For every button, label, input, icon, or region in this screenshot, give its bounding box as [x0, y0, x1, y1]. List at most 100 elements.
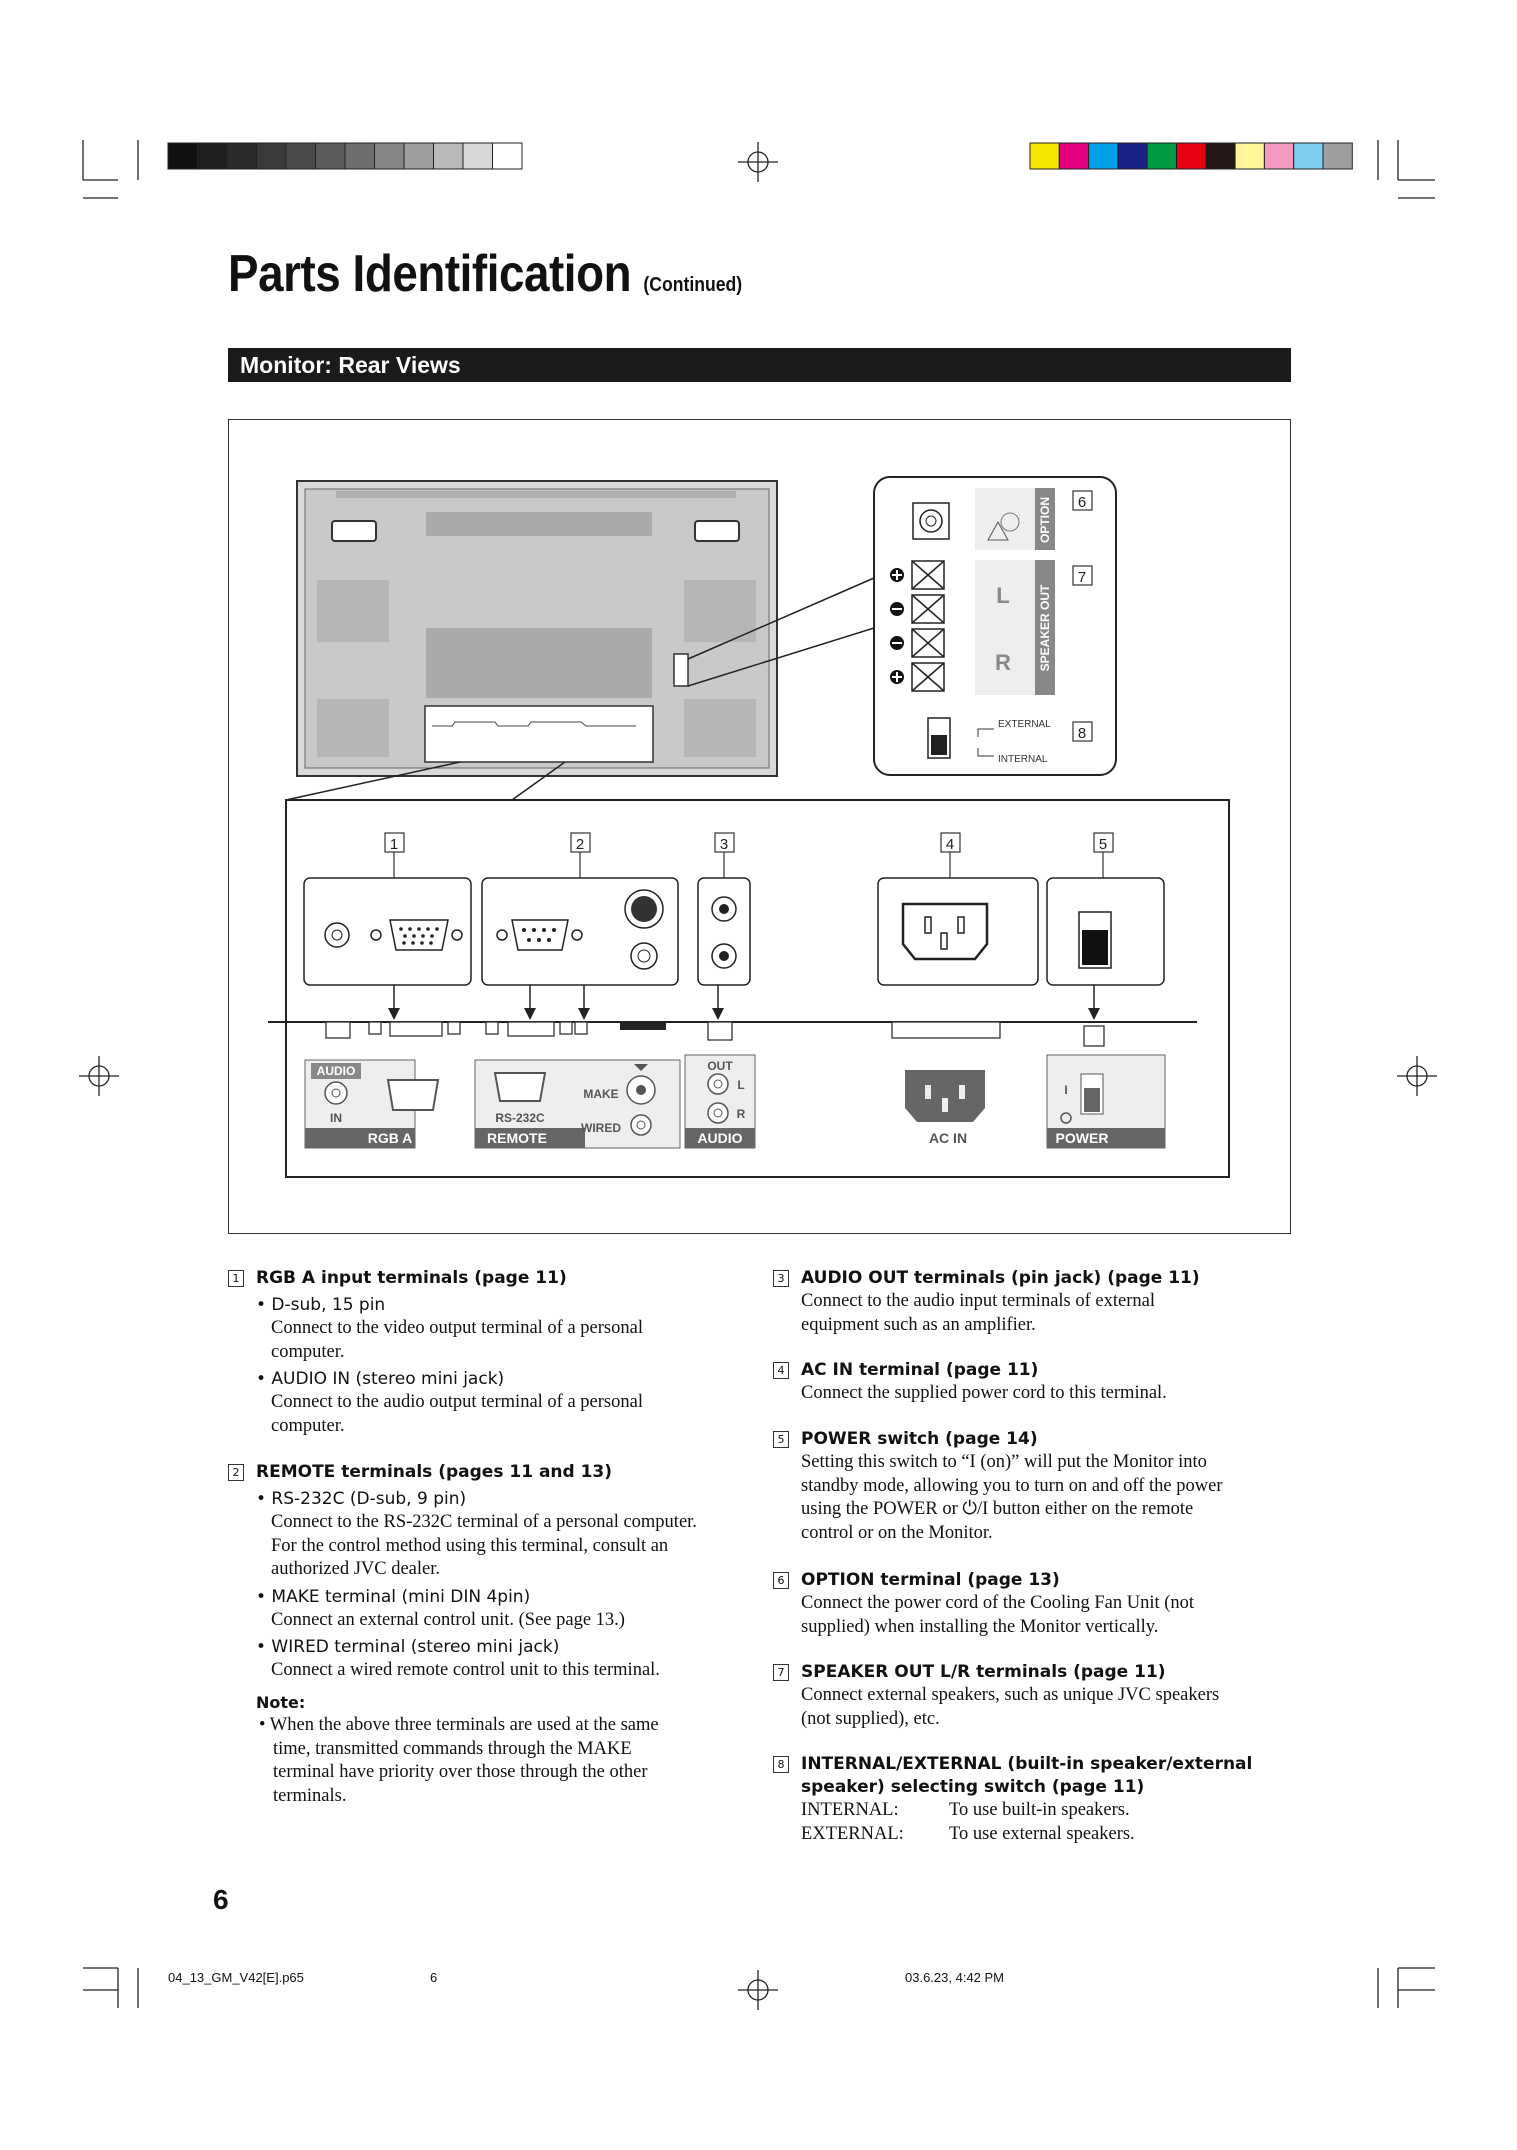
monitor-back — [296, 480, 778, 777]
description: Connect the supplied power cord to this … — [801, 1383, 1167, 1403]
speaker-out-label: SPEAKER OUT — [1038, 584, 1052, 671]
color-swatch — [1146, 142, 1177, 170]
callout-3: 3 — [720, 836, 728, 853]
item-number: 4 — [773, 1362, 789, 1379]
panel-power-i-label: I — [1064, 1083, 1067, 1097]
item-number: 2 — [228, 1464, 244, 1481]
panel-l-label: L — [737, 1078, 744, 1092]
color-swatch — [403, 142, 434, 170]
description: supplied) when installing the Monitor ve… — [801, 1616, 1159, 1637]
color-swatch — [433, 142, 464, 170]
item-number: 7 — [773, 1664, 789, 1681]
panel-rgb-a-label: RGB A — [368, 1130, 413, 1146]
color-swatch — [285, 142, 316, 170]
section-bar: Monitor: Rear Views — [228, 348, 1291, 382]
bullet: • MAKE terminal (mini DIN 4pin) — [256, 1586, 531, 1607]
color-swatch — [1029, 142, 1060, 170]
panel-audio-out-label: AUDIO — [697, 1130, 742, 1146]
bullet: • RS-232C (D-sub, 9 pin) — [256, 1489, 467, 1509]
item-heading: AUDIO OUT terminals (pin jack) (page 11) — [801, 1268, 1200, 1288]
color-swatch — [315, 142, 346, 170]
page-number: 6 — [213, 1884, 229, 1915]
panel-remote-label: REMOTE — [487, 1130, 547, 1146]
internal-label: INTERNAL — [998, 754, 1048, 765]
note-text: terminals. — [273, 1785, 347, 1806]
description: Connect the power cord of the Cooling Fa… — [801, 1593, 1195, 1613]
description: Connect to the audio input terminals of … — [801, 1291, 1155, 1311]
callout-7: 7 — [1078, 569, 1086, 586]
callout-2: 2 — [576, 836, 584, 853]
color-swatch — [1058, 142, 1090, 170]
panel-out-label: OUT — [707, 1059, 733, 1073]
description: Connect a wired remote control unit to t… — [271, 1660, 660, 1680]
item-number: 5 — [773, 1431, 789, 1448]
external-label: EXTERNAL — [998, 719, 1051, 730]
callout-4: 4 — [946, 836, 954, 853]
description: standby mode, allowing you to turn on an… — [801, 1475, 1223, 1496]
description: Connect to the video output terminal of … — [271, 1318, 643, 1338]
color-swatch — [1117, 142, 1148, 170]
description: computer. — [271, 1415, 345, 1436]
note-heading: Note: — [256, 1692, 306, 1712]
registration-mark-right — [1397, 1056, 1437, 1096]
item-rgb-a: 1 RGB A input terminals (page 11) • D-sub… — [228, 1267, 768, 1438]
item-heading: AC IN terminal (page 11) — [801, 1360, 1039, 1380]
side-terminal-inset — [873, 476, 1117, 776]
description: Connect external speakers, such as uniqu… — [801, 1685, 1220, 1705]
description: using the POWER or ⏻/I button either on … — [801, 1499, 1194, 1519]
description: (not supplied), etc. — [801, 1708, 940, 1729]
color-swatch — [167, 142, 198, 170]
item-number: 8 — [773, 1756, 789, 1773]
description: equipment such as an amplifier. — [801, 1314, 1036, 1335]
description: For the control method using this termin… — [271, 1535, 669, 1556]
item-option: 6 OPTION terminal (page 13) Connect the p… — [773, 1569, 1194, 1639]
item-heading: OPTION terminal (page 13) — [801, 1570, 1060, 1590]
item-heading: RGB A input terminals (page 11) — [256, 1268, 567, 1288]
selection-row: EXTERNAL:To use external speakers. — [801, 1823, 1135, 1844]
panel-wired-label: WIRED — [581, 1121, 621, 1135]
panel-rs232c-label: RS-232C — [495, 1111, 545, 1125]
page-title-sub: (Continued) — [643, 274, 743, 296]
color-swatch — [226, 142, 257, 170]
item-ac-in: 4 AC IN terminal (page 11) Connect the su… — [773, 1359, 1167, 1406]
description: Connect to the audio output terminal of … — [271, 1392, 643, 1412]
grayscale-bar — [167, 142, 523, 170]
panel-in-label: IN — [330, 1111, 342, 1125]
color-swatch — [492, 142, 523, 170]
note-text: terminal have priority over those throug… — [273, 1762, 648, 1782]
speaker-r-label: R — [995, 650, 1011, 675]
selection-row: INTERNAL:To use built-in speakers. — [801, 1800, 1130, 1820]
panel-make-label: MAKE — [583, 1087, 618, 1101]
color-swatch — [462, 142, 493, 170]
registration-mark-bottom — [738, 1970, 778, 2010]
terminal-panel — [268, 799, 1230, 1178]
color-swatch — [344, 142, 375, 170]
color-swatch — [1234, 142, 1265, 170]
bullet: • AUDIO IN (stereo mini jack) — [256, 1369, 505, 1389]
footer-file: 04_13_GM_V42[E].p65 — [168, 1970, 304, 1985]
callout-8: 8 — [1078, 725, 1086, 742]
item-number: 6 — [773, 1572, 789, 1589]
color-bar — [1029, 142, 1353, 170]
panel-r-label: R — [737, 1107, 746, 1121]
description: control or on the Monitor. — [801, 1522, 993, 1543]
section-title: Monitor: Rear Views — [240, 352, 461, 378]
bullet: • D-sub, 15 pin — [256, 1295, 386, 1315]
description: authorized JVC dealer. — [271, 1559, 441, 1579]
option-label: OPTION — [1038, 497, 1052, 543]
color-swatch — [1322, 142, 1353, 170]
item-number: 1 — [228, 1270, 244, 1287]
note-text: time, transmitted commands through the M… — [273, 1738, 632, 1759]
registration-mark-left — [79, 1056, 119, 1096]
description: computer. — [271, 1341, 345, 1362]
description: Connect to the RS-232C terminal of a per… — [271, 1512, 697, 1532]
figure-frame — [228, 419, 1291, 1234]
page-title: Parts Identification (Continued) — [228, 245, 743, 303]
panel-ac-in-label: AC IN — [929, 1130, 967, 1146]
